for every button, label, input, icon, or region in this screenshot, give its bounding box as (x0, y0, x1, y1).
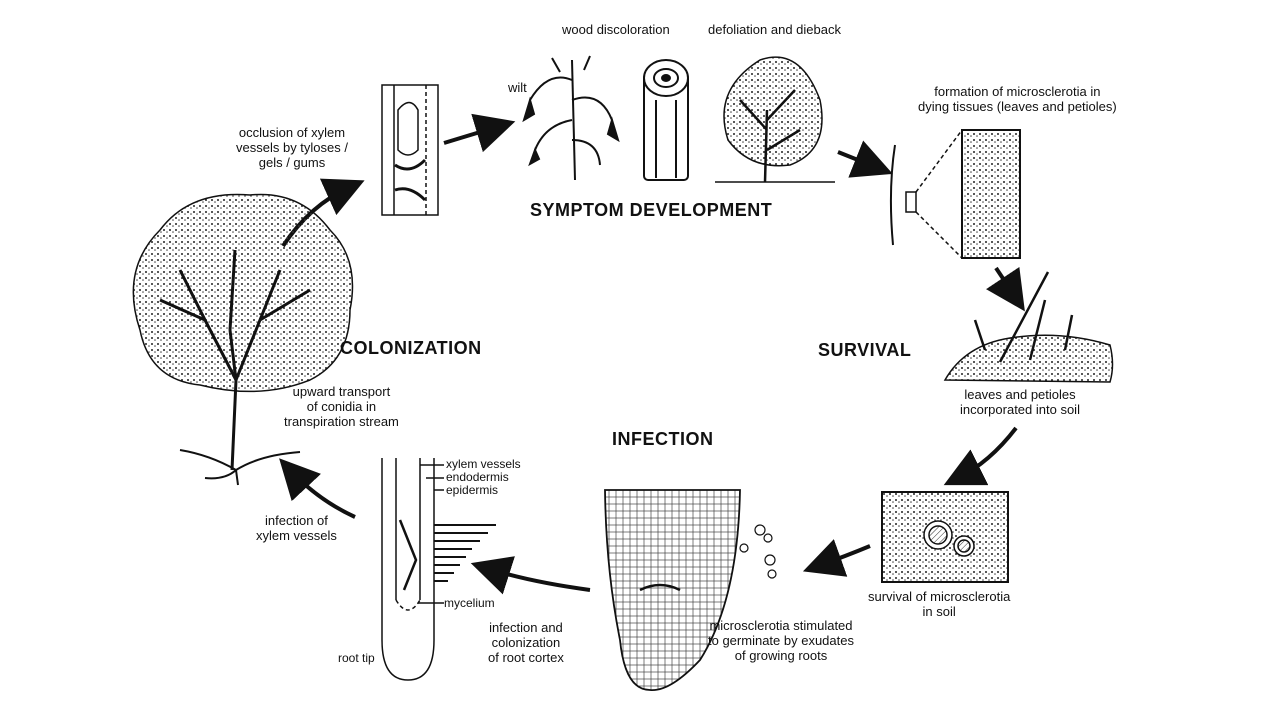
root-cortex-illustration (604, 489, 741, 691)
label-infection-of-xylem-vessels: infection of xylem vessels (256, 513, 337, 543)
infected-tree-illustration (132, 193, 354, 486)
stage-title-symptom-development: SYMPTOM DEVELOPMENT (530, 200, 773, 220)
label-occlusion-of-xylem: occlusion of xylem vessels by tyloses / … (236, 125, 348, 170)
arrow-survival-to-stimulated (802, 539, 871, 577)
label-infection-of-root-cortex: infection and colonization of root corte… (488, 620, 564, 665)
arrow-xylem-to-tree (279, 458, 356, 519)
label-upward-transport: upward transport of conidia in transpira… (284, 384, 399, 429)
microsclerotia-tissue-illustration (889, 129, 1021, 259)
root-tip-illustration (381, 458, 496, 681)
xylem-occlusion-illustration (381, 84, 439, 216)
survival-in-soil-illustration (881, 491, 1009, 583)
label-wilt: wilt (508, 80, 527, 95)
arrow-symptoms-to-microsclerotia (837, 140, 893, 178)
label-wood-discoloration: wood discoloration (562, 22, 670, 37)
leaves-in-soil-illustration (943, 271, 1114, 383)
arrow-root-to-xylem (470, 556, 591, 595)
label-root-tip: root tip (338, 651, 375, 665)
label-xylem-vessels: xylem vessels (446, 457, 521, 471)
label-survival-of-microsclerotia: survival of microsclerotia in soil (868, 589, 1011, 619)
label-microsclerotia-stimulated: microsclerotia stimulated to germinate b… (708, 618, 854, 663)
wood-discoloration-illustration (643, 59, 689, 181)
stage-title-survival: SURVIVAL (818, 340, 912, 360)
arrow-occlusion-to-symptoms (443, 113, 516, 153)
stage-title-infection: INFECTION (612, 429, 714, 449)
defoliated-tree-illustration (715, 56, 835, 183)
wilt-plant-illustration (522, 55, 620, 181)
label-leaves-and-petioles: leaves and petioles incorporated into so… (960, 387, 1080, 417)
cycle-arrows (279, 113, 1025, 595)
label-mycelium: mycelium (444, 596, 495, 610)
arrow-microsclerotia-to-soil (986, 266, 1025, 312)
label-microsclerotia-formation: formation of microsclerotia in dying tis… (918, 84, 1117, 114)
germinating-microsclerotia-illustration (739, 524, 777, 579)
label-defoliation-and-dieback: defoliation and dieback (708, 22, 841, 37)
stage-title-colonization: COLONIZATION (340, 338, 482, 358)
arrow-soil-to-survival (943, 426, 1018, 486)
label-epidermis: epidermis (446, 483, 499, 497)
label-endodermis: endodermis (446, 470, 509, 484)
